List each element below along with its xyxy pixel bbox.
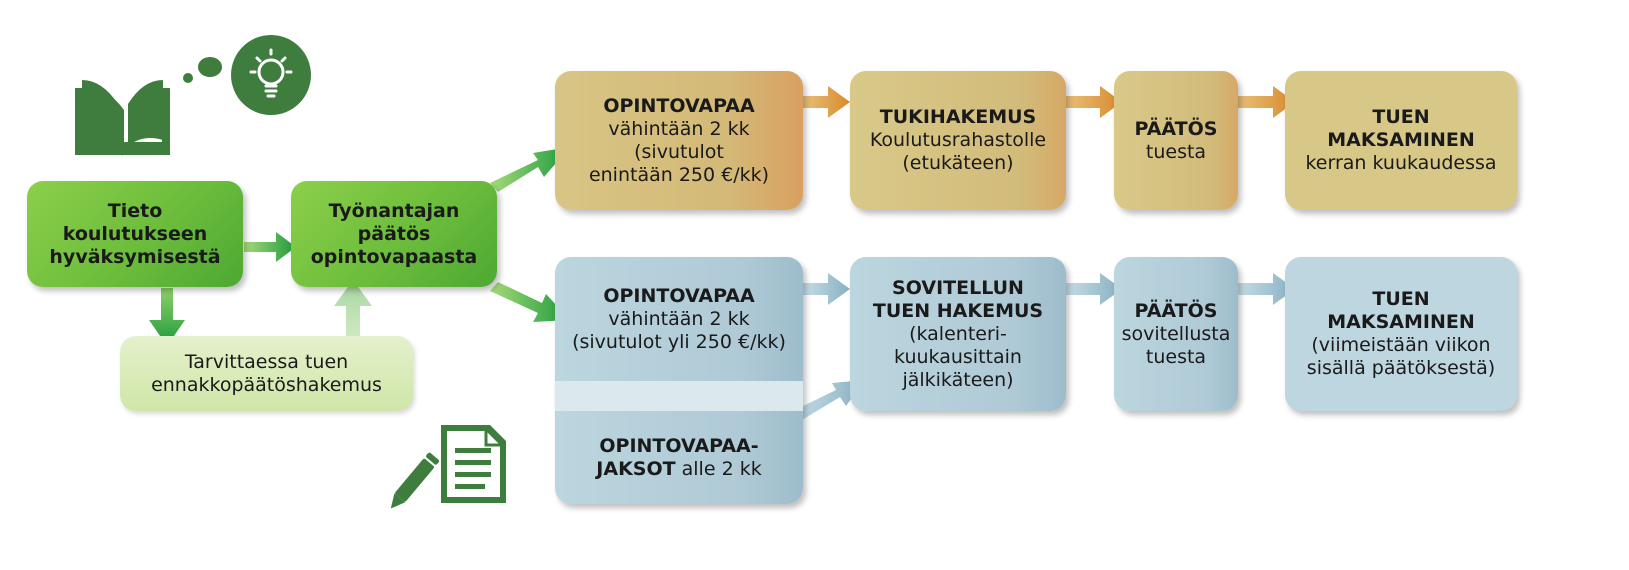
arrow-ennakko-to-tyonantaja bbox=[334, 280, 372, 336]
thought-bubble-icon bbox=[183, 57, 222, 83]
box-ennakko-line2: ennakkopäätöshakemus bbox=[151, 373, 382, 396]
box-tieto-line1: Tieto bbox=[107, 199, 163, 222]
book-icon bbox=[75, 80, 170, 156]
arrow-gold-1 bbox=[803, 86, 850, 118]
arrow-tyonantaja-to-blue bbox=[490, 282, 570, 322]
arrow-tieto-to-ennakko bbox=[149, 288, 185, 346]
box-blue-paatos-line1: sovitellusta bbox=[1121, 322, 1231, 345]
box-blue-opintovapaa-title: OPINTOVAPAA bbox=[603, 284, 755, 307]
box-blue-jaksot: OPINTOVAPAA- JAKSOT alle 2 kk bbox=[555, 411, 803, 504]
box-tyonantajan-paatos: Työnantajan päätös opintovapaasta bbox=[291, 181, 497, 287]
box-gold-tukihakemus: TUKIHAKEMUS Koulutusrahastolle (etukätee… bbox=[850, 71, 1066, 210]
box-blue-opintovapaa: OPINTOVAPAA vähintään 2 kk (sivutulot yl… bbox=[555, 257, 803, 381]
arrow-gold-2 bbox=[1065, 86, 1122, 118]
box-ennakko-line1: Tarvittaessa tuen bbox=[184, 350, 349, 373]
box-gold-tuen-maksaminen: TUEN MAKSAMINEN kerran kuukaudessa bbox=[1285, 71, 1517, 210]
box-tieto-line3: hyväksymisestä bbox=[49, 245, 221, 268]
box-blue-opintovapaa-panel: OPINTOVAPAA vähintään 2 kk (sivutulot yl… bbox=[555, 257, 803, 504]
box-blue-maksaminen-title1: TUEN bbox=[1372, 288, 1430, 310]
box-blue-sovitellun-line1: (kalenteri- bbox=[909, 322, 1007, 345]
box-blue-paatos: PÄÄTÖS sovitellusta tuesta bbox=[1114, 257, 1238, 411]
arrow-blue-3 bbox=[1237, 273, 1295, 305]
box-gold-paatos: PÄÄTÖS tuesta bbox=[1114, 71, 1238, 210]
lightbulb-icon bbox=[231, 35, 311, 115]
box-blue-jaksot-title1: OPINTOVAPAA- bbox=[599, 434, 759, 457]
box-blue-paatos-line2: tuesta bbox=[1145, 345, 1207, 368]
box-blue-maksaminen-title2: MAKSAMINEN bbox=[1327, 311, 1475, 333]
box-gold-paatos-line1: tuesta bbox=[1145, 140, 1207, 163]
box-ennakkopaatoshakemus: Tarvittaessa tuen ennakkopäätöshakemus bbox=[120, 336, 413, 411]
box-blue-jaksot-rest: alle 2 kk bbox=[675, 457, 762, 480]
arrow-tieto-to-tyonantaja bbox=[244, 232, 296, 262]
box-blue-sovitellun-line2: kuukausittain bbox=[894, 345, 1022, 368]
document-pencil-icon bbox=[390, 425, 506, 509]
arrow-blue-1 bbox=[803, 273, 850, 305]
box-tyonantaja-line1: Työnantajan bbox=[328, 199, 460, 222]
box-gold-opintovapaa-line3: enintään 250 €/kk) bbox=[588, 163, 770, 186]
box-blue-jaksot-line2: JAKSOT alle 2 kk bbox=[596, 458, 761, 481]
box-blue-maksaminen-line1: (viimeistään viikon bbox=[1311, 334, 1491, 356]
box-gold-paatos-title: PÄÄTÖS bbox=[1134, 117, 1218, 140]
box-gold-opintovapaa-line2: (sivutulot bbox=[634, 140, 724, 163]
box-tyonantaja-line2: päätös bbox=[357, 222, 431, 245]
box-blue-sovitellun-title2: TUEN HAKEMUS bbox=[872, 299, 1044, 322]
box-blue-separator bbox=[555, 381, 803, 411]
box-tieto-line2: koulutukseen bbox=[62, 222, 208, 245]
arrow-tyonantaja-to-gold bbox=[490, 147, 570, 192]
box-blue-paatos-title: PÄÄTÖS bbox=[1134, 299, 1218, 322]
box-gold-opintovapaa-line1: vähintään 2 kk bbox=[608, 117, 750, 140]
arrow-gold-3 bbox=[1237, 86, 1295, 118]
box-gold-maksaminen-title2: MAKSAMINEN bbox=[1327, 129, 1475, 151]
box-gold-opintovapaa: OPINTOVAPAA vähintään 2 kk (sivutulot en… bbox=[555, 71, 803, 210]
box-gold-opintovapaa-title: OPINTOVAPAA bbox=[603, 94, 755, 117]
box-tieto-koulutukseen: Tieto koulutukseen hyväksymisestä bbox=[27, 181, 243, 287]
box-blue-opintovapaa-line1: vähintään 2 kk bbox=[608, 307, 750, 330]
box-blue-sovitellun-tuen-hakemus: SOVITELLUN TUEN HAKEMUS (kalenteri- kuuk… bbox=[850, 257, 1066, 411]
box-gold-maksaminen-title1: TUEN bbox=[1372, 106, 1430, 128]
box-blue-opintovapaa-line2: (sivutulot yli 250 €/kk) bbox=[572, 330, 786, 353]
box-blue-sovitellun-title1: SOVITELLUN bbox=[892, 276, 1024, 299]
box-gold-tukihakemus-line1: Koulutusrahastolle bbox=[869, 129, 1047, 151]
box-blue-jaksot-title2: JAKSOT bbox=[596, 457, 676, 480]
arrow-blue-2 bbox=[1065, 273, 1122, 305]
box-gold-tukihakemus-line2: (etukäteen) bbox=[902, 152, 1014, 174]
box-gold-tukihakemus-title: TUKIHAKEMUS bbox=[879, 106, 1037, 128]
box-tyonantaja-line3: opintovapaasta bbox=[310, 245, 478, 268]
box-gold-maksaminen-line1: kerran kuukaudessa bbox=[1305, 152, 1497, 174]
arrow-jaksot-to-sovitellun bbox=[795, 380, 865, 420]
box-blue-sovitellun-line3: jälkikäteen) bbox=[902, 368, 1014, 391]
box-blue-maksaminen-line2: sisällä päätöksestä) bbox=[1306, 357, 1496, 379]
box-blue-tuen-maksaminen: TUEN MAKSAMINEN (viimeistään viikon sisä… bbox=[1285, 257, 1517, 411]
